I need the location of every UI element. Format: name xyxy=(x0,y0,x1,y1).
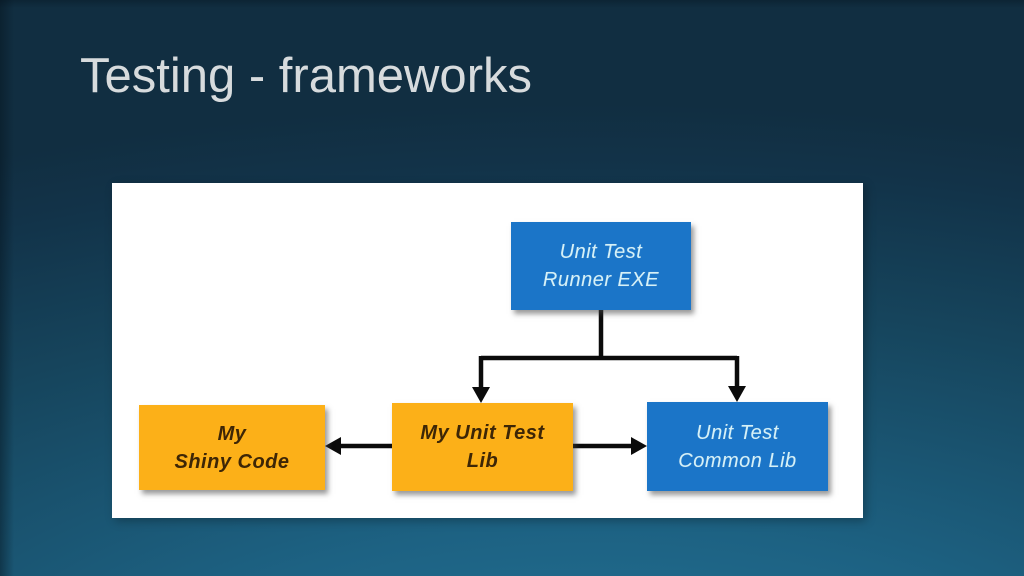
node-my-shiny-code: My Shiny Code xyxy=(139,405,325,490)
diagram-panel: Unit Test Runner EXE My Shiny Code My Un… xyxy=(112,183,863,518)
node-label-line: My Unit Test xyxy=(420,422,545,444)
node-label-line: Unit Test xyxy=(559,241,643,263)
node-my-unit-test-lib: My Unit Test Lib xyxy=(392,403,573,491)
node-label-line: Common Lib xyxy=(678,449,797,472)
slide-title: Testing - frameworks xyxy=(80,49,533,103)
node-label-line: Shiny Code xyxy=(174,450,290,473)
node-unit-test-runner: Unit Test Runner EXE xyxy=(511,222,691,310)
node-unit-test-common-lib: Unit Test Common Lib xyxy=(647,402,828,491)
node-label-line: Runner EXE xyxy=(542,269,660,291)
node-label-line: My xyxy=(217,422,247,445)
node-label-line: Lib xyxy=(466,450,499,472)
node-label-line: Unit Test xyxy=(696,421,779,444)
